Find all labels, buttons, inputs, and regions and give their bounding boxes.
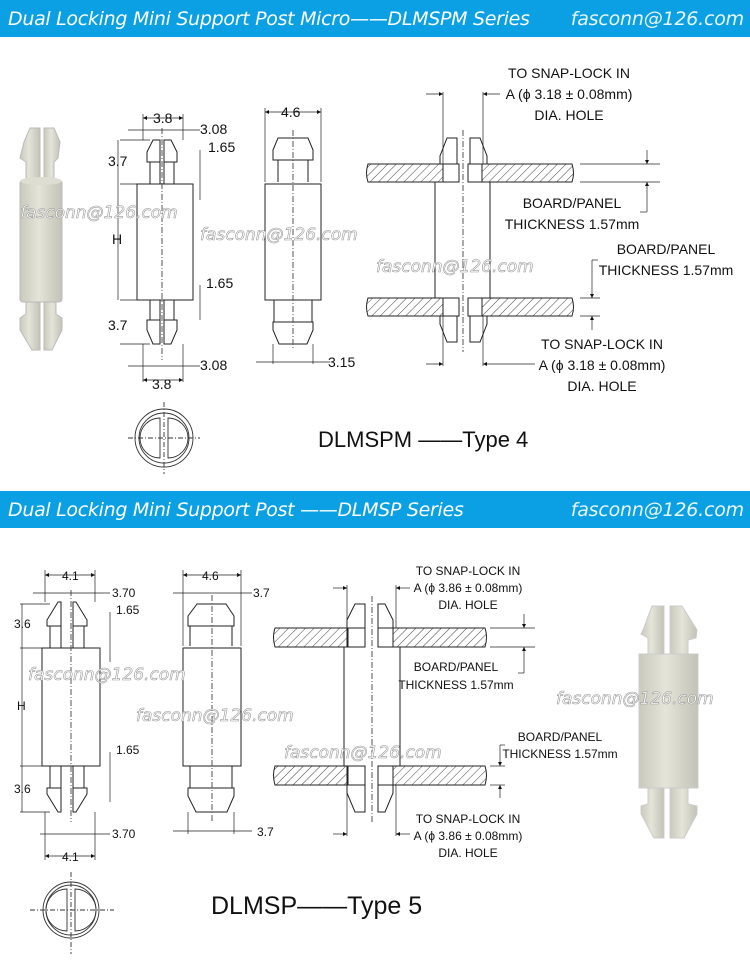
svg-text:THICKNESS 1.57mm: THICKNESS 1.57mm [502, 747, 617, 761]
top-view-circle-icon [128, 402, 200, 474]
svg-text:BOARD/PANEL: BOARD/PANEL [518, 730, 603, 744]
svg-text:TO SNAP-LOCK IN: TO SNAP-LOCK IN [416, 564, 520, 578]
svg-text:BOARD/PANEL: BOARD/PANEL [523, 195, 622, 211]
svg-text:3.6: 3.6 [14, 782, 31, 796]
mount-view-dlmsp [273, 585, 535, 837]
svg-text:3.7: 3.7 [257, 825, 274, 839]
svg-text:3.70: 3.70 [112, 827, 136, 841]
svg-text:DIA. HOLE: DIA. HOLE [534, 107, 603, 123]
svg-text:1.65: 1.65 [206, 275, 233, 291]
svg-text:THICKNESS 1.57mm: THICKNESS 1.57mm [398, 678, 513, 692]
svg-text:1.65: 1.65 [116, 603, 140, 617]
type-label: DLMSPM ——Type 4 [318, 427, 528, 452]
svg-text:TO SNAP-LOCK IN: TO SNAP-LOCK IN [508, 65, 630, 81]
svg-text:fasconn@126.com: fasconn@126.com [556, 689, 714, 709]
svg-text:DIA. HOLE: DIA. HOLE [438, 598, 497, 612]
svg-text:fasconn@126.com: fasconn@126.com [200, 225, 358, 245]
svg-text:4.6: 4.6 [202, 569, 219, 583]
svg-text:TO SNAP-LOCK IN: TO SNAP-LOCK IN [541, 336, 663, 352]
svg-text:A (ϕ 3.86 ± 0.08mm): A (ϕ 3.86 ± 0.08mm) [414, 829, 523, 843]
svg-text:3.6: 3.6 [14, 617, 31, 631]
mount-view-notes: TO SNAP-LOCK IN A (ϕ 3.86 ± 0.08mm) DIA.… [398, 564, 617, 860]
svg-text:A (ϕ 3.86 ± 0.08mm): A (ϕ 3.86 ± 0.08mm) [414, 581, 523, 595]
post-render-image [638, 605, 699, 839]
svg-text:4.1: 4.1 [62, 569, 79, 583]
top-view-circle-icon [30, 872, 114, 954]
front-view-dlmsp [20, 570, 111, 860]
svg-text:H: H [112, 231, 122, 247]
svg-text:fasconn@126.com: fasconn@126.com [28, 665, 186, 685]
svg-text:1.65: 1.65 [116, 743, 140, 757]
svg-text:3.8: 3.8 [152, 376, 172, 392]
svg-text:3.15: 3.15 [328, 354, 355, 370]
banner-email: fasconn@126.com [570, 8, 744, 30]
svg-text:fasconn@126.com: fasconn@126.com [284, 743, 442, 763]
svg-text:4.1: 4.1 [62, 850, 79, 864]
svg-text:A (ϕ 3.18 ± 0.08mm): A (ϕ 3.18 ± 0.08mm) [539, 357, 666, 373]
mount-view-dlmspm [366, 91, 660, 367]
post-render-image [19, 127, 63, 351]
svg-text:fasconn@126.com: fasconn@126.com [20, 203, 178, 223]
svg-text:BOARD/PANEL: BOARD/PANEL [617, 241, 716, 257]
svg-text:4.6: 4.6 [281, 104, 301, 120]
front-view-dimensions: 3.8 3.08 1.65 3.7 H 1.65 3.7 3.08 3.8 [108, 110, 235, 392]
front-view-dimensions: 4.1 3.70 1.65 3.6 H 1.65 3.6 3.70 4.1 [14, 569, 140, 864]
svg-text:THICKNESS 1.57mm: THICKNESS 1.57mm [505, 216, 640, 232]
svg-text:3.08: 3.08 [200, 357, 227, 373]
svg-text:fasconn@126.com: fasconn@126.com [376, 257, 534, 277]
svg-text:TO SNAP-LOCK IN: TO SNAP-LOCK IN [416, 812, 520, 826]
svg-text:3.7: 3.7 [108, 153, 128, 169]
side-view-dimensions: 4.6 3.15 [281, 104, 355, 370]
svg-text:A (ϕ 3.18 ± 0.08mm): A (ϕ 3.18 ± 0.08mm) [506, 86, 633, 102]
svg-text:3.7: 3.7 [108, 317, 128, 333]
svg-text:3.70: 3.70 [112, 586, 136, 600]
banner-title: Dual Locking Mini Support Post Micro——DL… [8, 8, 530, 30]
side-view-dimensions: 4.6 3.7 3.7 [202, 569, 274, 839]
svg-text:3.7: 3.7 [253, 586, 270, 600]
svg-text:THICKNESS 1.57mm: THICKNESS 1.57mm [599, 262, 734, 278]
type-label: DLMSP——Type 5 [211, 892, 422, 920]
banner-dlspm: Dual Locking Mini Support Post Micro——DL… [0, 0, 750, 37]
svg-text:DIA. HOLE: DIA. HOLE [567, 378, 636, 394]
svg-text:DIA. HOLE: DIA. HOLE [438, 846, 497, 860]
banner-title: Dual Locking Mini Support Post ——DLMSP S… [8, 499, 464, 521]
side-view-dlmsp [173, 570, 252, 834]
svg-text:3.8: 3.8 [153, 110, 173, 126]
svg-text:3.08: 3.08 [200, 121, 227, 137]
banner-dlmsp: Dual Locking Mini Support Post ——DLMSP S… [0, 491, 750, 528]
svg-text:fasconn@126.com: fasconn@126.com [136, 706, 294, 726]
mount-view-notes: TO SNAP-LOCK IN A (ϕ 3.18 ± 0.08mm) DIA.… [505, 65, 734, 394]
side-view-dlmspm [256, 108, 330, 364]
svg-text:H: H [17, 699, 26, 713]
front-view-dlmspm [117, 114, 201, 383]
svg-text:1.65: 1.65 [208, 139, 235, 155]
watermarks: fasconn@126.com fasconn@126.com fasconn@… [20, 203, 714, 764]
banner-email: fasconn@126.com [570, 499, 744, 521]
svg-text:BOARD/PANEL: BOARD/PANEL [414, 660, 499, 674]
